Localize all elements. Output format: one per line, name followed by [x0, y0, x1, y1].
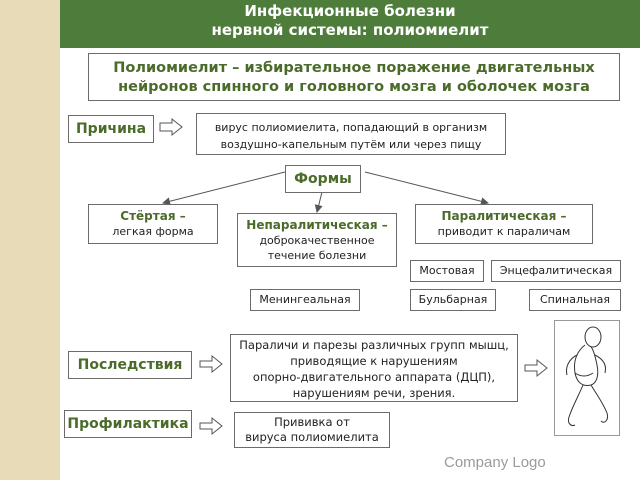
title-line-1: Инфекционные болезни	[244, 2, 456, 20]
prevention-line-2: вируса полиомиелита	[245, 430, 379, 444]
encephalitic-form-box: Энцефалитическая	[491, 260, 621, 282]
forms-label: Формы	[285, 165, 361, 193]
paralytic-form-title: Паралитическая –	[441, 209, 567, 223]
left-sidebar-band	[0, 0, 60, 480]
consequences-line-2: приводящие к нарушениям	[290, 354, 458, 368]
prevention-text-box: Прививка от вируса полиомиелита	[234, 412, 390, 448]
erased-form-box: Стёртая – легкая форма	[88, 204, 218, 244]
company-logo: Company Logo	[444, 454, 546, 471]
child-figure-icon	[566, 326, 608, 426]
header-bar	[60, 0, 640, 48]
consequences-text-box: Параличи и парезы различных групп мышц, …	[230, 334, 518, 402]
nonparalytic-form-box: Непаралитическая – доброкачественное теч…	[237, 213, 397, 267]
nonparalytic-form-title: Непаралитическая –	[246, 218, 388, 232]
page-title: Инфекционные болезни нервной системы: по…	[60, 0, 640, 48]
consequences-arrow-left-icon	[199, 354, 223, 374]
paralytic-form-sub: приводит к параличам	[437, 225, 571, 238]
consequences-line-4: нарушениям речи, зрения.	[292, 386, 456, 400]
definition-line-1: Полиомиелит – избирательное поражение дв…	[113, 60, 595, 76]
prevention-line-1: Прививка от	[274, 415, 350, 429]
cause-text-line-1: вирус полиомиелита, попадающий в организ…	[214, 121, 488, 134]
definition-line-2: нейронов спинного и головного мозга и об…	[118, 79, 590, 95]
arrow-to-nonparalytic	[314, 191, 323, 213]
arrow-to-paralytic	[364, 171, 489, 206]
definition-box: Полиомиелит – избирательное поражение дв…	[88, 53, 620, 101]
nonparalytic-form-sub-2: течение болезни	[267, 249, 367, 262]
cause-arrow-icon	[159, 117, 183, 137]
spinal-form-box: Спинальная	[529, 289, 621, 311]
prevention-arrow-icon	[199, 416, 223, 436]
erased-form-sub: легкая форма	[112, 225, 194, 238]
cause-text-box: вирус полиомиелита, попадающий в организ…	[196, 113, 506, 155]
title-line-2: нервной системы: полиомиелит	[211, 21, 489, 39]
pontine-form-box: Мостовая	[410, 260, 484, 282]
arrow-to-erased	[162, 171, 286, 206]
paralytic-form-box: Паралитическая – приводит к параличам	[415, 204, 593, 244]
prevention-label: Профилактика	[64, 410, 192, 438]
consequences-arrow-right-icon	[524, 358, 548, 378]
cause-text-line-2: воздушно-капельным путём или через пищу	[220, 138, 482, 151]
bulbar-form-box: Бульбарная	[410, 289, 496, 311]
meningeal-form-box: Менингеальная	[250, 289, 360, 311]
nonparalytic-form-sub-1: доброкачественное	[259, 234, 375, 247]
child-figure-illustration	[554, 320, 620, 436]
consequences-label: Последствия	[68, 351, 192, 379]
consequences-line-3: опорно-двигательного аппарата (ДЦП),	[252, 370, 496, 384]
erased-form-title: Стёртая –	[120, 209, 186, 223]
consequences-line-1: Параличи и парезы различных групп мышц,	[239, 338, 509, 352]
cause-label: Причина	[68, 115, 154, 143]
